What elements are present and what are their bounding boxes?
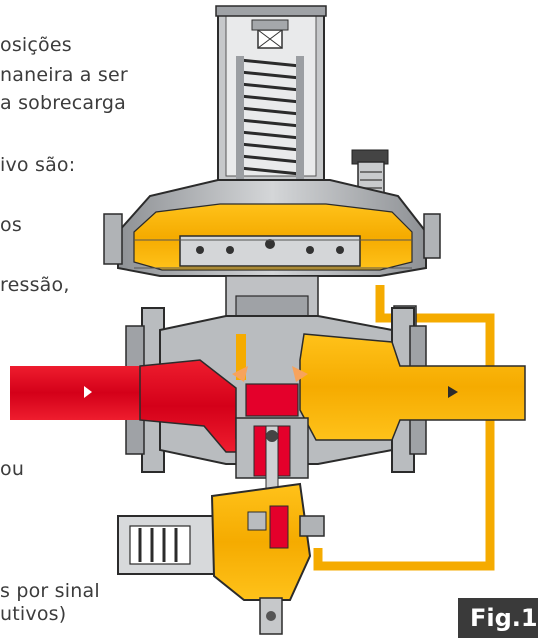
spring-coil [239,58,301,176]
diaphragm-chamber [103,179,441,277]
text-line-7: ou [0,458,25,480]
text-line-4: ivo são: [0,154,76,176]
text-line-3: a sobrecarga [0,92,127,114]
pilot-device [117,482,325,635]
regulator-cross-section [10,5,526,635]
spring-housing [215,5,327,185]
figure-label: Fig.1 [458,598,538,638]
flow-direction-arrow-icon [84,386,92,398]
text-line-8: s por sinal [0,580,100,602]
lower-stem-housing [235,417,309,497]
inlet-flow [10,359,301,453]
text-line-9: utivos) [0,603,67,625]
seat-flow-arrows [232,366,308,382]
text-line-2: naneira a ser [0,64,128,86]
flow-direction-arrow-icon [448,386,458,398]
text-line-6: ressão, [0,274,70,296]
text-line-1: osições [0,34,72,56]
text-line-5: os [0,214,22,236]
impulse-line [313,285,495,571]
